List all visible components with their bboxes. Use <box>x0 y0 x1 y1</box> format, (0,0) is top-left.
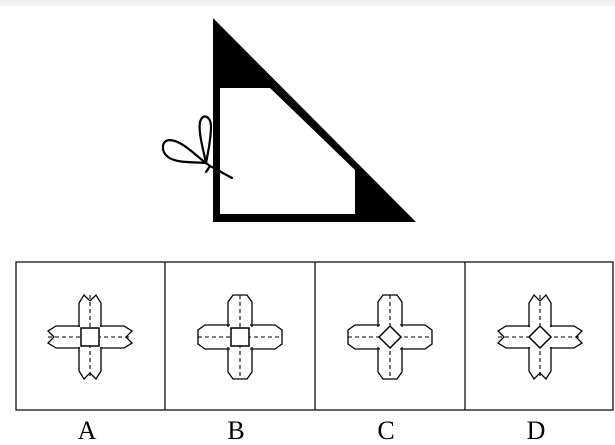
bow-loop-top <box>198 115 213 165</box>
center-diamond-hole <box>377 324 403 350</box>
bow-knot <box>204 164 212 174</box>
petal-left <box>496 325 530 349</box>
center-square-hole <box>230 327 250 347</box>
folded-triangle <box>213 18 416 222</box>
option-label-b: B <box>227 416 245 445</box>
petal-up <box>78 293 102 327</box>
option-label-d: D <box>526 416 546 445</box>
center-square-hole <box>80 327 100 347</box>
center-diamond-hole <box>527 324 553 350</box>
options-frame <box>15 261 614 411</box>
petal-down <box>377 347 403 380</box>
option-figure-c <box>347 294 433 380</box>
top-band <box>0 0 615 6</box>
triangle-with-hole <box>213 18 416 222</box>
option-label-c: C <box>377 416 395 445</box>
option-figure-d <box>496 293 584 381</box>
option-label-a: A <box>77 416 97 445</box>
petal-up <box>528 293 552 327</box>
petal-right <box>400 324 433 350</box>
petal-left <box>46 325 80 349</box>
bow-loop-left <box>161 138 208 165</box>
petal-down <box>227 347 253 380</box>
option-shapes <box>46 293 584 381</box>
string-bow <box>161 115 234 180</box>
petal-right <box>250 324 283 350</box>
option-figure-b <box>197 294 283 380</box>
option-figure-a <box>46 293 134 381</box>
